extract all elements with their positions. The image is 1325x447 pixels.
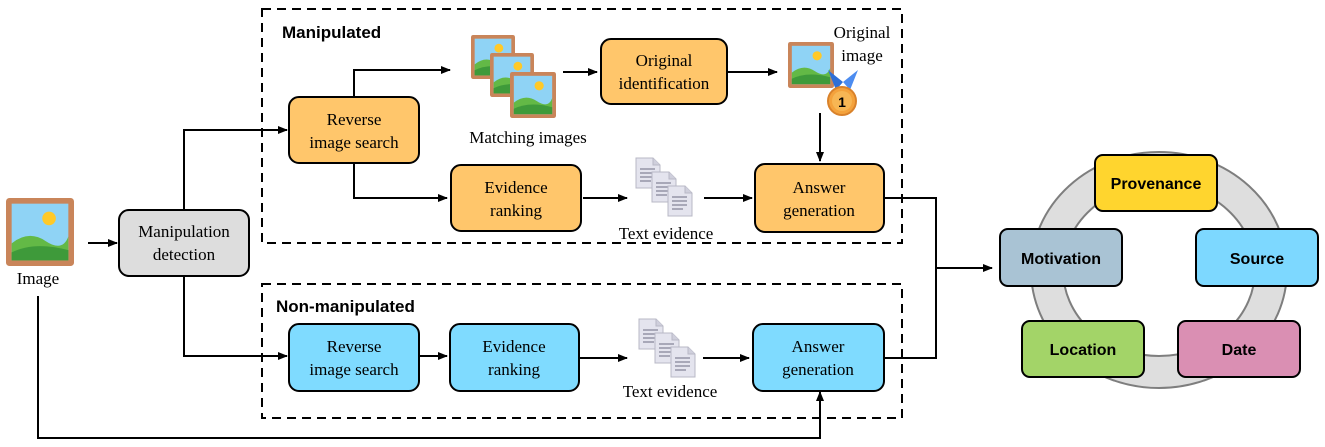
original-image-icon (788, 42, 834, 88)
non-manipulated-evidence-ranking-box (449, 323, 580, 392)
manipulated-answer-generation-line1: Answer (793, 178, 846, 197)
non-manipulated-text-evidence-label: Text evidence (623, 382, 718, 401)
manipulation-detection-line1: Manipulation (138, 222, 230, 241)
medal-icon: 1 (827, 70, 858, 116)
manipulated-reverse-search-box (288, 96, 420, 164)
manipulation-detection-box (118, 209, 250, 277)
matching-images-icon (471, 35, 556, 118)
matching-images-label: Matching images (469, 128, 587, 147)
manipulated-text-evidence-label: Text evidence (619, 224, 714, 243)
location-box (1021, 320, 1145, 378)
manipulated-evidence-ranking-box (450, 164, 582, 232)
manipulated-evidence-ranking-line1: Evidence (484, 178, 547, 197)
motivation-box (999, 228, 1123, 287)
original-identification-box (600, 38, 728, 105)
input-image-icon (6, 198, 74, 266)
non-manipulated-reverse-search-line1: Reverse (327, 337, 382, 356)
date-box (1177, 320, 1301, 378)
non-manipulated-answer-generation-line1: Answer (792, 337, 845, 356)
manipulated-answer-generation-box (754, 163, 885, 233)
connectors (37, 66, 993, 439)
non-manipulated-answer-generation-line2: generation (782, 360, 854, 379)
non-manipulated-text-evidence-icon (638, 318, 696, 378)
manipulated-reverse-search-line1: Reverse (327, 110, 382, 129)
non-manipulated-section (261, 283, 903, 419)
manipulated-title: Manipulated (282, 23, 381, 42)
source-box (1195, 228, 1319, 287)
location-label: Location (1050, 342, 1117, 359)
original-image-label-line2: image (841, 46, 883, 65)
motivation-label: Motivation (1021, 251, 1101, 268)
input-image-label: Image (17, 269, 59, 288)
date-label: Date (1222, 342, 1257, 359)
manipulated-section (261, 8, 903, 244)
manipulated-text-evidence-icon (635, 157, 693, 217)
medal-number: 1 (838, 94, 846, 110)
non-manipulated-evidence-ranking-line1: Evidence (482, 337, 545, 356)
original-image-label-line1: Original (834, 23, 891, 42)
manipulated-reverse-search-line2: image search (309, 133, 399, 152)
non-manipulated-title: Non-manipulated (276, 297, 415, 316)
provenance-label: Provenance (1111, 176, 1202, 193)
non-manipulated-reverse-search-box (288, 323, 420, 392)
non-manipulated-answer-generation-box (752, 323, 885, 392)
provenance-box (1094, 154, 1218, 212)
manipulated-answer-generation-line2: generation (783, 201, 855, 220)
non-manipulated-evidence-ranking-line2: ranking (488, 360, 540, 379)
original-identification-line2: identification (619, 74, 710, 93)
source-label: Source (1230, 251, 1284, 268)
original-identification-line1: Original (636, 51, 693, 70)
non-manipulated-reverse-search-line2: image search (309, 360, 399, 379)
manipulated-evidence-ranking-line2: ranking (490, 201, 542, 220)
manipulation-detection-line2: detection (153, 245, 216, 264)
